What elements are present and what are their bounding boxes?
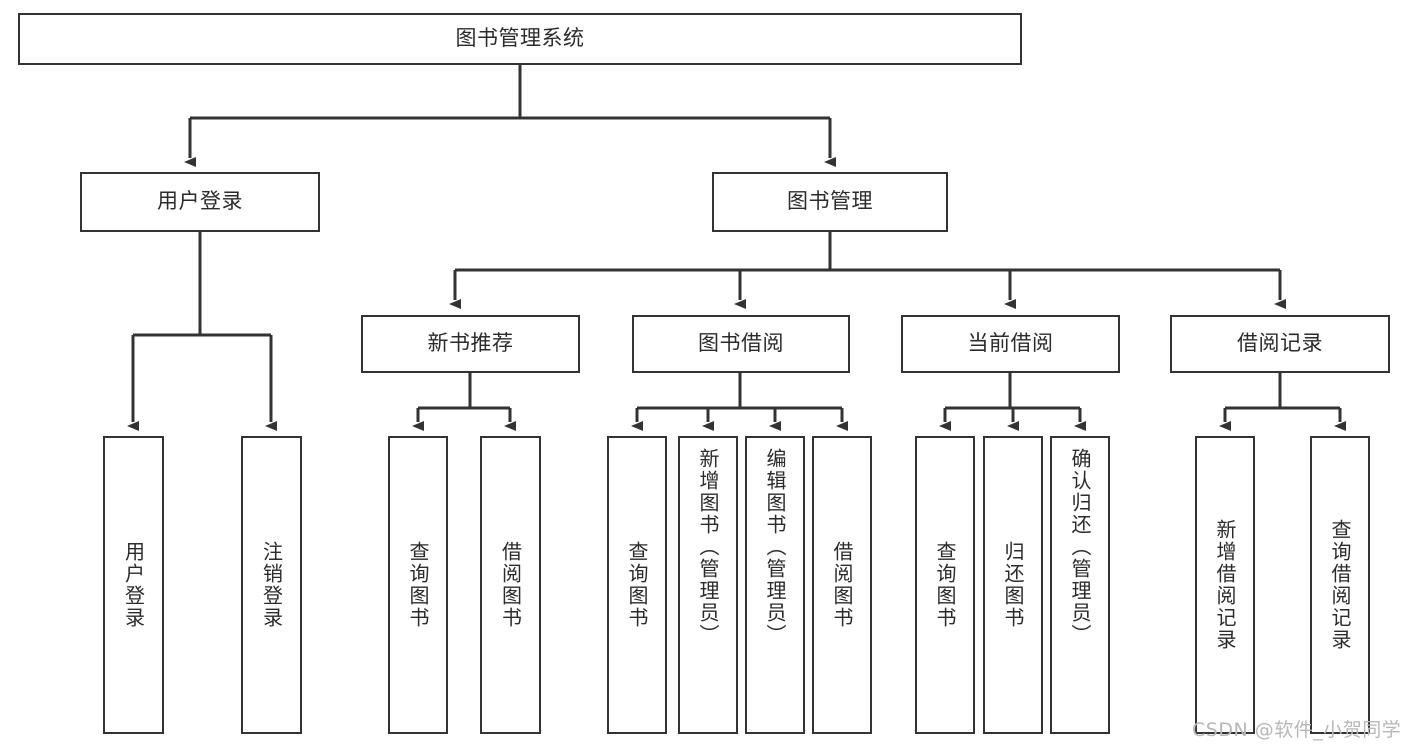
leaf-return-book[interactable]: 归还图书 [983,436,1043,734]
node-book-management-label: 图书管理 [787,189,873,214]
leaf-borrow-book-recommend-label: 借阅图书 [498,541,523,629]
watermark: CSDN @软件_小贺同学 [1192,719,1402,741]
leaf-confirm-return-admin-label: 确认归还（管理员） [1068,448,1092,646]
leaf-confirm-return-admin[interactable]: 确认归还（管理员） [1050,436,1110,734]
node-user-login-label: 用户登录 [157,189,243,214]
leaf-add-book-admin-label: 新增图书（管理员） [696,448,720,646]
leaf-edit-book-admin[interactable]: 编辑图书（管理员） [745,436,805,734]
leaf-query-book-current-label: 查询图书 [933,541,957,629]
leaf-borrow-book-label: 借阅图书 [830,541,854,629]
node-current-borrow[interactable]: 当前借阅 [901,315,1120,373]
node-root[interactable]: 图书管理系统 [18,13,1022,65]
leaf-logout-label: 注销登录 [259,541,284,629]
leaf-user-login[interactable]: 用户登录 [103,436,164,734]
node-new-book-recommend[interactable]: 新书推荐 [361,315,580,373]
leaf-add-book-admin[interactable]: 新增图书（管理员） [678,436,738,734]
node-new-book-recommend-label: 新书推荐 [427,331,514,356]
node-borrow-record[interactable]: 借阅记录 [1170,315,1390,373]
leaf-query-borrow-record-label: 查询借阅记录 [1328,519,1352,651]
leaf-query-borrow-record[interactable]: 查询借阅记录 [1310,436,1370,734]
leaf-query-book-borrow[interactable]: 查询图书 [607,436,667,734]
node-book-management[interactable]: 图书管理 [712,172,948,232]
leaf-query-book-recommend[interactable]: 查询图书 [388,436,448,734]
node-book-borrow[interactable]: 图书借阅 [632,315,850,373]
node-book-borrow-label: 图书借阅 [698,331,784,356]
leaf-query-book-borrow-label: 查询图书 [625,541,649,629]
leaf-query-book-current[interactable]: 查询图书 [915,436,975,734]
leaf-edit-book-admin-label: 编辑图书（管理员） [763,448,787,646]
leaf-borrow-book-recommend[interactable]: 借阅图书 [480,436,541,734]
leaf-add-borrow-record[interactable]: 新增借阅记录 [1195,436,1255,734]
leaf-user-login-label: 用户登录 [121,541,146,629]
node-current-borrow-label: 当前借阅 [967,331,1054,356]
leaf-logout[interactable]: 注销登录 [241,436,302,734]
leaf-borrow-book[interactable]: 借阅图书 [812,436,872,734]
node-root-label: 图书管理系统 [455,26,585,51]
node-borrow-record-label: 借阅记录 [1237,331,1323,356]
leaf-return-book-label: 归还图书 [1001,541,1025,629]
leaf-add-borrow-record-label: 新增借阅记录 [1213,519,1237,651]
node-user-login[interactable]: 用户登录 [80,172,320,232]
leaf-query-book-recommend-label: 查询图书 [406,541,430,629]
